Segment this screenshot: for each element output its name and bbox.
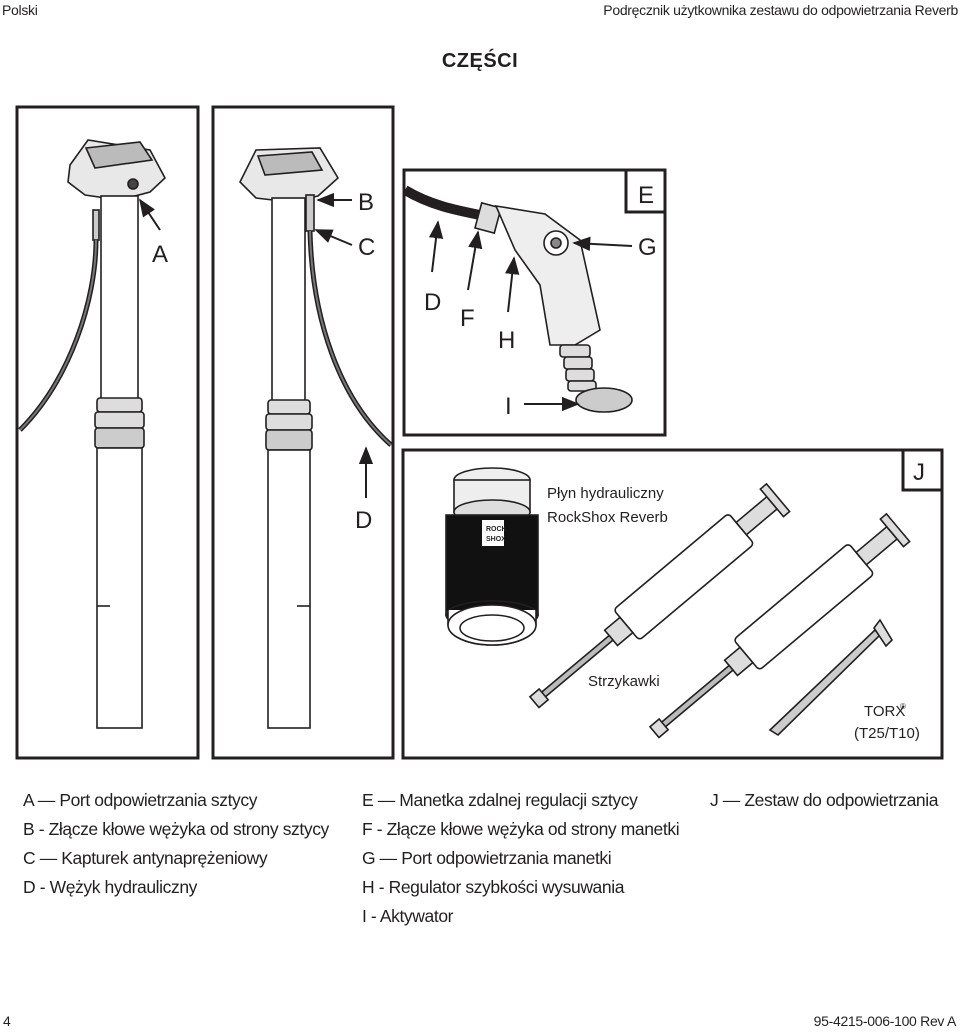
torx-label: TORX <box>864 703 905 720</box>
legend-item-g: G — Port odpowietrzania manetki <box>362 848 612 868</box>
fluid-label-line1: Płyn hydrauliczny <box>547 485 664 502</box>
callout-j: J <box>913 459 925 486</box>
seatpost-bcd-drawing <box>239 147 393 729</box>
fluid-bottle-drawing <box>445 467 539 646</box>
section-title: CZĘŚCI <box>441 50 519 72</box>
legend-item-i: I - Aktywator <box>362 906 454 926</box>
callout-c: C <box>358 234 375 261</box>
legend-item-d: D - Wężyk hydrauliczny <box>23 877 198 897</box>
fluid-label-line2: RockShox Reverb <box>547 509 668 526</box>
syringes-label: Strzykawki <box>588 673 660 690</box>
callout-g: G <box>638 234 657 261</box>
callout-h: H <box>498 327 515 354</box>
legend-item-e: E — Manetka zdalnej regulacji sztycy <box>362 790 638 810</box>
callout-b: B <box>358 189 374 216</box>
legend-column-2: E — Manetka zdalnej regulacji sztycy F -… <box>362 786 680 931</box>
legend-item-c: C — Kapturek antynaprężeniowy <box>23 848 268 868</box>
callout-e: E <box>638 182 654 209</box>
header-language: Polski <box>2 2 38 18</box>
syringe-1-drawing <box>528 482 791 709</box>
legend-item-j: J — Zestaw do odpowietrzania <box>710 790 939 810</box>
panel-seatpost-bcd <box>211 105 395 760</box>
panel-remote <box>402 168 667 437</box>
page-number: 4 <box>3 1013 11 1029</box>
legend-item-a: A — Port odpowietrzania sztycy <box>23 790 258 810</box>
legend-column-1: A — Port odpowietrzania sztycy B - Złącz… <box>23 786 329 902</box>
callout-d-bottom: D <box>355 507 372 534</box>
legend-item-b: B - Złącze kłowe wężyka od strony sztycy <box>23 819 329 839</box>
callout-i: I <box>505 393 512 420</box>
legend-column-3: J — Zestaw do odpowietrzania <box>710 786 938 815</box>
document-code: 95-4215-006-100 Rev A <box>813 1013 957 1029</box>
torx-key-drawing <box>768 618 894 737</box>
bottle-logo-line1: ROCK <box>486 526 507 533</box>
legend-item-h: H - Regulator szybkości wysuwania <box>362 877 625 897</box>
callout-d-top: D <box>424 289 441 316</box>
panel-bleed-kit <box>401 448 944 760</box>
callout-a: A <box>152 241 168 268</box>
header-document-title: Podręcznik użytkownika zestawu do odpowi… <box>603 2 958 18</box>
syringe-2-drawing <box>648 512 911 739</box>
panel-seatpost-a <box>15 105 200 760</box>
bottle-logo-line2: SHOX <box>486 536 506 543</box>
seatpost-a-drawing <box>18 139 166 729</box>
torx-registered-mark: ® <box>900 702 906 711</box>
torx-size-label: (T25/T10) <box>854 725 920 742</box>
callout-f: F <box>460 305 475 332</box>
legend-item-f: F - Złącze kłowe wężyka od strony manetk… <box>362 819 680 839</box>
